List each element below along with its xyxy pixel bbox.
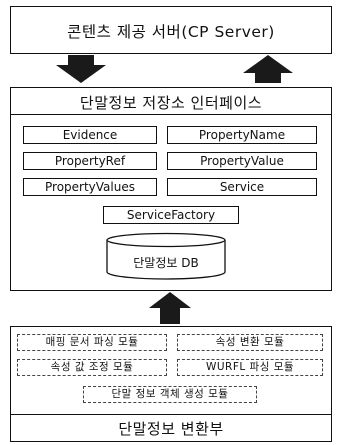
database-cylinder — [106, 232, 226, 280]
class-property-values: PropertyValues — [23, 178, 157, 196]
repository-title-bar: 단말정보 저장소 인터페이스 — [11, 88, 331, 115]
module-wurfl-parsing: WURFL 파싱 모듈 — [177, 359, 323, 376]
class-service: Service — [167, 178, 317, 196]
repository-interface-box: 단말정보 저장소 인터페이스 Evidence PropertyName Pro… — [10, 87, 332, 291]
module-mapping-doc-parsing: 매핑 문서 파싱 모듈 — [17, 334, 167, 351]
up-arrow-icon — [243, 55, 293, 83]
cp-server-title: 콘텐츠 제공 서버(CP Server) — [67, 23, 275, 41]
module-attribute-conversion: 속성 변환 모듈 — [177, 334, 323, 351]
down-arrow-icon — [56, 55, 106, 83]
cp-server-box: 콘텐츠 제공 서버(CP Server) — [10, 6, 332, 54]
database-label: 단말정보 DB — [133, 256, 199, 270]
repository-title: 단말정보 저장소 인터페이스 — [79, 94, 263, 112]
converter-box: 매핑 문서 파싱 모듈 속성 변환 모듈 속성 값 조정 모듈 WURFL 파싱… — [10, 326, 332, 442]
converter-title: 단말정보 변환부 — [118, 420, 224, 438]
class-service-factory: ServiceFactory — [103, 206, 239, 224]
class-property-ref: PropertyRef — [23, 152, 157, 170]
class-evidence: Evidence — [23, 126, 157, 144]
class-property-name: PropertyName — [167, 126, 317, 144]
module-attribute-value-adjust: 속성 값 조정 모듈 — [17, 359, 167, 376]
module-device-info-object-creation: 단말 정보 객체 생성 모듈 — [83, 386, 257, 403]
class-property-value: PropertyValue — [167, 152, 317, 170]
converter-title-bar: 단말정보 변환부 — [11, 414, 331, 441]
up-arrow-converter-icon — [149, 292, 191, 324]
